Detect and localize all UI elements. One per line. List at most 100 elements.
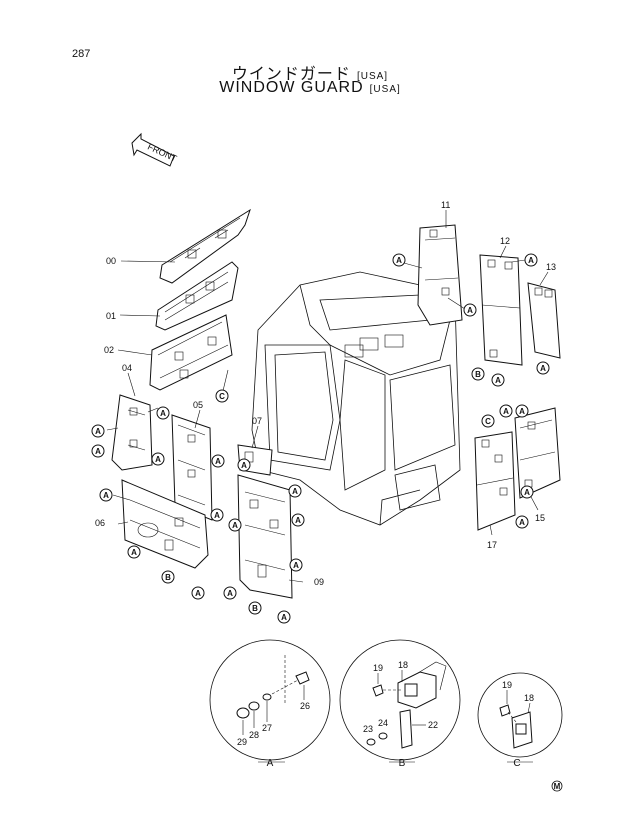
svg-text:A: A [214, 511, 220, 520]
svg-text:A: A [155, 455, 161, 464]
svg-text:A: A [293, 561, 299, 570]
window-guard-panel-00 [159, 208, 251, 284]
callout-a: A [491, 373, 505, 387]
callout-a: A [151, 452, 165, 466]
part-label: 29 [237, 737, 247, 747]
detail-label-b: B [399, 758, 406, 769]
part-label: 23 [363, 724, 373, 734]
callout-a: A [156, 406, 170, 420]
callout-a: A [191, 586, 205, 600]
svg-text:A: A [281, 613, 287, 622]
part-label: 00 [106, 256, 116, 266]
title-japanese: ウインドガード [USA] [0, 60, 620, 84]
part-label: 19 [373, 663, 383, 673]
part-label: 28 [249, 730, 259, 740]
page-number: 287 [72, 48, 91, 60]
callout-b: B [471, 367, 485, 381]
part-label: 12 [500, 236, 510, 246]
part-label: 13 [546, 262, 556, 272]
svg-text:A: A [95, 447, 101, 456]
window-guard-panel-17 [474, 431, 516, 531]
callout-a: A [392, 253, 406, 267]
part-label: 24 [378, 718, 388, 728]
svg-text:A: A [519, 407, 525, 416]
callout-a: A [515, 404, 529, 418]
svg-text:C: C [219, 392, 225, 401]
window-guard-panel-05 [171, 414, 213, 521]
part-label: 18 [398, 660, 408, 670]
svg-text:B: B [165, 573, 171, 582]
callout-a: A [127, 545, 141, 559]
part-number-labels: 00 01 02 04 05 06 07 09 11 12 13 15 17 [95, 200, 556, 587]
detail-c: C 19 18 [477, 672, 563, 769]
part-label: 01 [106, 311, 116, 321]
callout-a: A [499, 404, 513, 418]
part-label: 19 [502, 680, 512, 690]
callout-a: A [515, 515, 529, 529]
detail-b: B 18 19 22 24 23 [339, 639, 461, 769]
callout-a: A [289, 558, 303, 572]
callout-a: A [91, 424, 105, 438]
callout-markers: A A A A C A A A A B A A A A A A A B A A … [91, 253, 550, 624]
callout-b: B [248, 601, 262, 615]
part-label: 02 [104, 345, 114, 355]
callout-a: A [291, 513, 305, 527]
window-guard-panel-06 [121, 479, 209, 569]
svg-text:B: B [252, 604, 258, 613]
leader-lines [106, 210, 549, 583]
part-label: 15 [535, 513, 545, 523]
callout-a: A [536, 361, 550, 375]
window-guard-panel-04 [111, 394, 153, 471]
svg-text:A: A [215, 457, 221, 466]
window-guard-panel-13 [527, 282, 561, 359]
callout-a: A [211, 454, 225, 468]
svg-text:A: A [95, 427, 101, 436]
part-label: 04 [122, 363, 132, 373]
part-label: 07 [252, 416, 262, 426]
part-label: 17 [487, 540, 497, 550]
callout-b: B [161, 570, 175, 584]
callout-a: A [237, 458, 251, 472]
callout-a: A [223, 586, 237, 600]
svg-text:A: A [241, 461, 247, 470]
svg-text:A: A [524, 488, 530, 497]
svg-text:A: A [195, 589, 201, 598]
svg-text:A: A [495, 376, 501, 385]
title-en-text: WINDOW GUARD [219, 79, 364, 96]
title-jp-text: ウインドガード [231, 66, 351, 83]
detail-label-a: A [267, 758, 274, 769]
svg-text:A: A [519, 518, 525, 527]
front-arrow-icon: FRONT [131, 132, 179, 167]
part-label: 06 [95, 518, 105, 528]
callout-a: A [520, 485, 534, 499]
svg-text:A: A [528, 256, 534, 265]
detail-a: A 29 28 27 26 [209, 639, 331, 769]
callout-a: A [99, 488, 113, 502]
svg-text:A: A [503, 407, 509, 416]
detail-label-c: C [513, 758, 520, 769]
svg-text:A: A [467, 306, 473, 315]
svg-text:M: M [554, 782, 561, 791]
callout-a: A [228, 518, 242, 532]
region-tag-jp: [USA] [356, 71, 389, 82]
window-guard-panel-02 [149, 314, 233, 391]
part-label: 27 [262, 723, 272, 733]
window-guard-panel-12 [479, 254, 523, 366]
m-mark-icon: M [551, 780, 563, 792]
part-label: 26 [300, 701, 310, 711]
title-english: WINDOW GUARD [USA] [0, 79, 620, 97]
callout-c: C [215, 389, 229, 403]
part-label: 09 [314, 577, 324, 587]
svg-text:A: A [540, 364, 546, 373]
callout-a: A [524, 253, 538, 267]
callout-a: A [91, 444, 105, 458]
svg-text:A: A [131, 548, 137, 557]
part-label: 18 [524, 693, 534, 703]
part-label: 05 [193, 400, 203, 410]
region-tag-en: [USA] [369, 84, 401, 95]
svg-text:C: C [485, 417, 491, 426]
callout-c: C [481, 414, 495, 428]
svg-text:A: A [160, 409, 166, 418]
callout-a: A [463, 303, 477, 317]
